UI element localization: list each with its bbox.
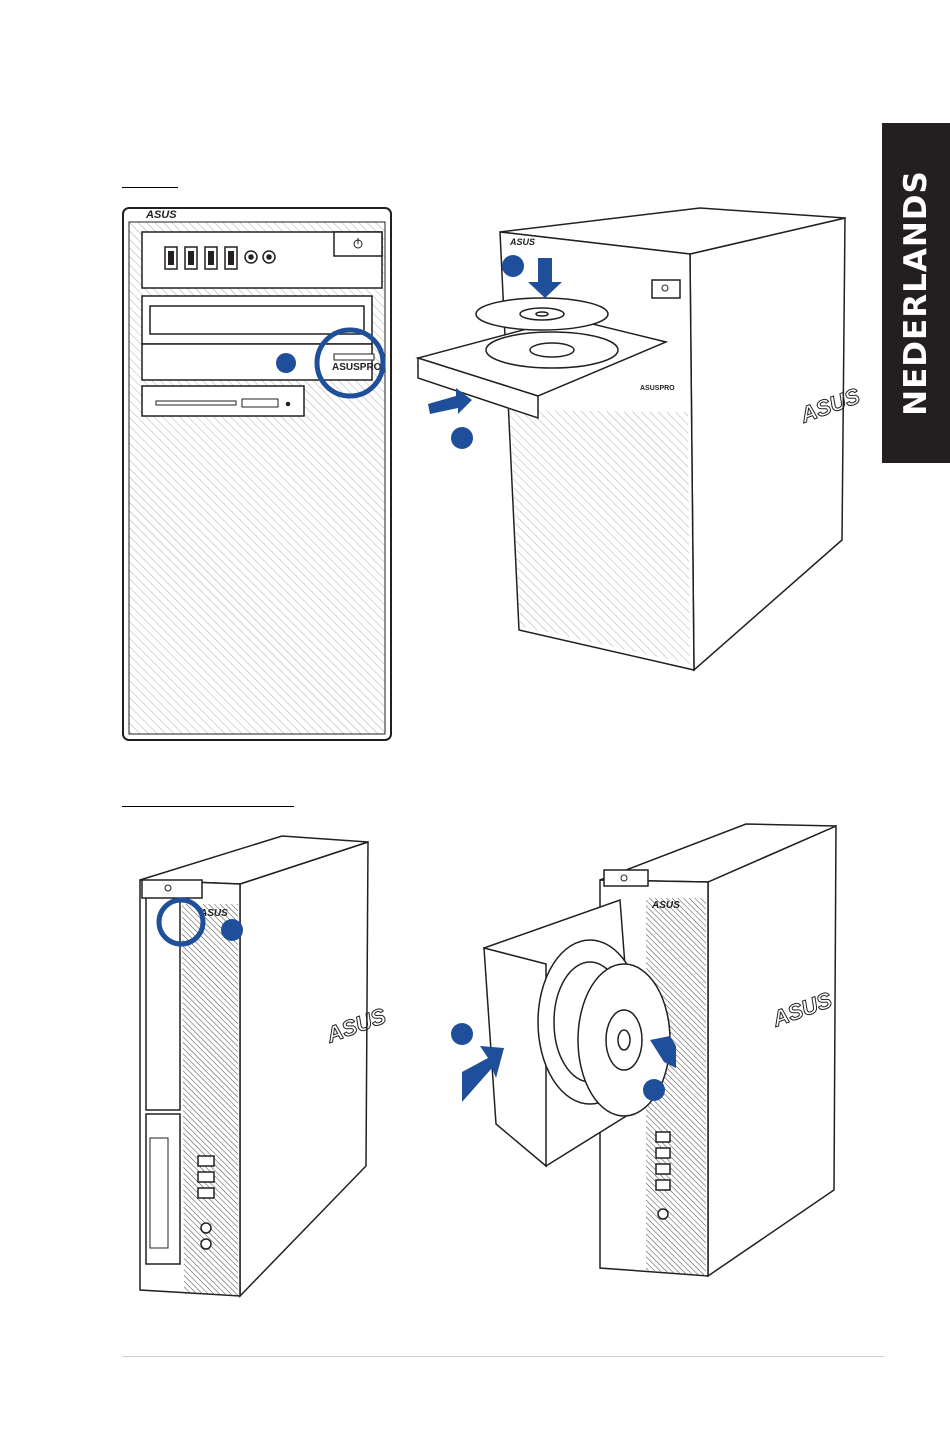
tower-open-tray-view: ASUS ASUSPRO ASUS: [418, 208, 863, 670]
svg-text:ASUS: ASUS: [651, 900, 680, 911]
svg-text:ASUS: ASUS: [145, 209, 177, 221]
svg-text:ASUS: ASUS: [509, 237, 535, 247]
svg-text:ASUSPRO: ASUSPRO: [332, 362, 382, 373]
sff-front-view: ASUS ASUS: [140, 836, 389, 1296]
svg-text:ASUSPRO: ASUSPRO: [640, 385, 675, 392]
sff-open-tray-view: ASUS ASUS: [451, 824, 836, 1276]
tower-front-view: ASUS ASUSPRO: [123, 208, 391, 740]
optical-disc-icon: [476, 298, 608, 330]
asus-logo: ASUS: [145, 209, 177, 221]
